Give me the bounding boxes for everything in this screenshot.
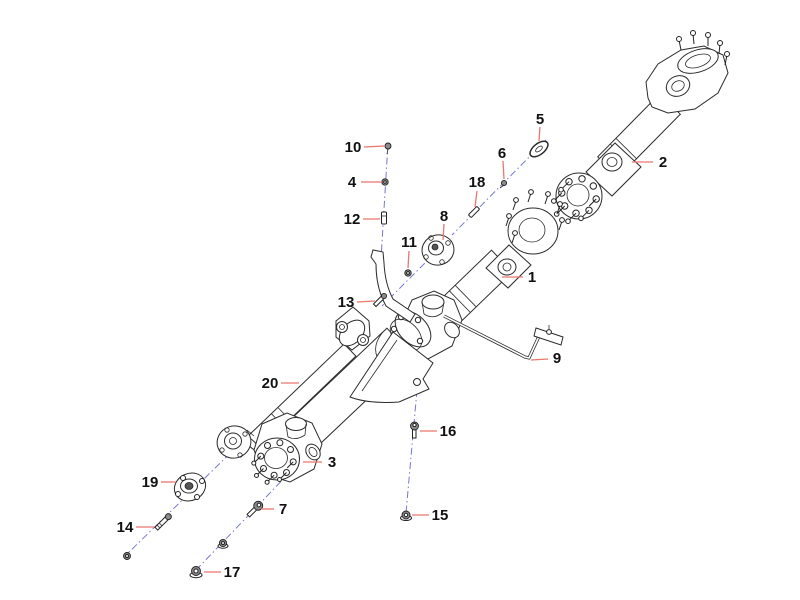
part-9-stay-rod [443, 314, 564, 360]
nut-15-icon [400, 510, 412, 521]
part-8-companion-flange [421, 234, 455, 266]
callout-16-label: 16 [440, 423, 457, 440]
callout-13-leader [356, 300, 376, 303]
bracket-bolt-line-axis [380, 142, 389, 260]
callout-11-leader [407, 250, 410, 269]
end-nut-icon [123, 552, 131, 560]
callout-6-label: 6 [498, 145, 506, 162]
callout-4-label: 4 [348, 174, 357, 191]
callout-5-leader [538, 126, 541, 142]
part-2-top-flange [676, 30, 730, 74]
part-20-front-flange [216, 425, 255, 459]
callout-1-label: 1 [528, 269, 536, 286]
callout-8-leader [442, 223, 445, 241]
flange-bolt-icons [551, 175, 600, 224]
part-2-rear-propeller-shaft [551, 30, 730, 224]
nut-4-icon [381, 178, 389, 186]
bolt-7-line-axis [196, 470, 292, 570]
callout-14-label: 14 [117, 519, 134, 536]
part-3-flange-ring [251, 437, 300, 485]
callout-11-label: 11 [401, 234, 417, 251]
callout-8-label: 8 [440, 208, 448, 225]
bearing-support-bracket [349, 331, 434, 403]
callout-10-leader [363, 145, 386, 148]
washer-5-icon [529, 140, 549, 158]
callout-9-label: 9 [553, 350, 561, 367]
callout-10-label: 10 [345, 139, 362, 156]
callout-20-label: 20 [262, 375, 279, 392]
callout-13-label: 13 [338, 294, 355, 311]
mount-strap-bracket [370, 249, 416, 323]
callout-6-leader [502, 160, 505, 180]
flange-bolt-icons [251, 439, 297, 485]
bolt-13-icon [372, 293, 387, 308]
flange-stud-icons [676, 30, 730, 66]
callout-5-label: 5 [536, 111, 544, 128]
callout-2-label: 2 [659, 154, 667, 171]
stud-18-icon [468, 206, 480, 218]
bolt-16-line-axis [405, 389, 418, 514]
mid-nut-icon [217, 538, 229, 549]
callout-18-leader [474, 190, 478, 208]
part-1-flange-ring [505, 189, 565, 255]
callout-12-label: 12 [344, 211, 361, 228]
callout-17-label: 17 [224, 564, 241, 581]
stud-12-icon [381, 211, 387, 225]
callout-9-leader [530, 358, 549, 361]
callout-15-label: 15 [432, 507, 449, 524]
nut-17-icon [189, 566, 203, 579]
nut-11-icon [404, 269, 412, 277]
screw-6-icon [499, 179, 508, 189]
bolt-16-icon [410, 421, 419, 439]
callout-3-label: 3 [328, 454, 336, 471]
callout-7-label: 7 [279, 501, 287, 518]
part-19-coupling-flange [173, 472, 207, 502]
part-20-universal-joint [335, 306, 371, 351]
flange-stud-icons [505, 189, 565, 244]
bolt-10-icon [384, 142, 392, 155]
part-3-cv-joint [251, 412, 323, 485]
part-2-flange-ring [551, 172, 603, 224]
callout-19-label: 19 [142, 474, 159, 491]
bolt-14-icon [154, 513, 172, 531]
bolt-7-icon [246, 500, 264, 518]
callout-18-label: 18 [469, 174, 486, 191]
